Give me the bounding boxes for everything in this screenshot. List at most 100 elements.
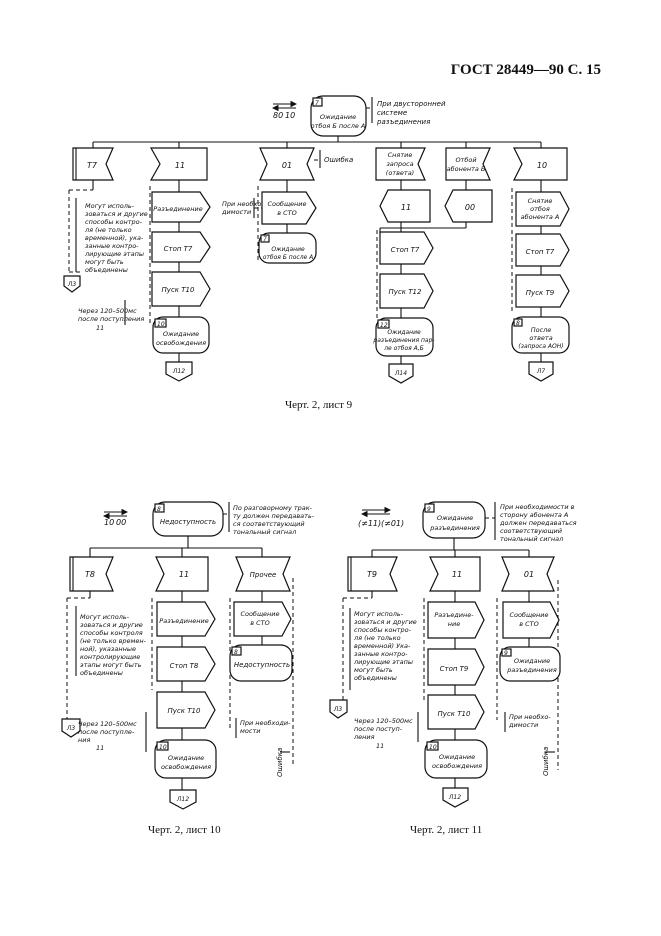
svg-text:Л14: Л14	[394, 370, 407, 377]
d9-task-pusk-t9	[515, 274, 570, 308]
svg-text:разъединения: разъединения	[506, 666, 557, 674]
svg-text:тональный сигнал: тональный сигнал	[500, 535, 563, 543]
d10-task-msg	[233, 601, 292, 637]
svg-text:Прочее: Прочее	[250, 571, 277, 579]
svg-text:При необхо-: При необхо-	[509, 713, 551, 721]
d9-signal-snyat-otboy	[515, 191, 570, 227]
svg-text:Л7: Л7	[536, 368, 546, 375]
svg-text:в СТО: в СТО	[250, 619, 270, 627]
d11-task-stop-t9	[427, 648, 485, 686]
svg-text:Пуск Т12: Пуск Т12	[389, 288, 422, 296]
svg-text:Сообщение: Сообщение	[509, 611, 548, 619]
svg-text:8: 8	[157, 506, 161, 513]
d9-task-pusk-t10	[151, 271, 211, 307]
d9-note-1: При двусторонней	[377, 100, 446, 108]
d11-connector-l3	[329, 699, 348, 719]
svg-text:мости: мости	[240, 727, 260, 735]
svg-text:Отбой: Отбой	[455, 156, 476, 164]
svg-text:Через 120–500мс: Через 120–500мс	[78, 307, 137, 315]
d9-state-l2: отбоя Б после А	[311, 122, 366, 130]
svg-text:ния: ния	[78, 736, 90, 744]
svg-text:зоваться и другие: зоваться и другие	[354, 618, 417, 626]
svg-text:Стоп Т9: Стоп Т9	[440, 665, 469, 673]
svg-text:При необходимости в: При необходимости в	[500, 503, 575, 511]
svg-text:разъединения пар-: разъединения пар-	[372, 337, 434, 344]
svg-text:T9: T9	[367, 570, 377, 579]
svg-text:этапы могут быть: этапы могут быть	[80, 661, 142, 669]
svg-text:ной), указанные: ной), указанные	[80, 645, 136, 653]
d9-task-razd	[151, 191, 211, 223]
svg-text:(≠11): (≠11)	[358, 519, 381, 528]
svg-text:контролирующие: контролирующие	[80, 653, 140, 661]
svg-text:Снятие: Снятие	[528, 197, 553, 205]
svg-text:11: 11	[452, 570, 462, 579]
svg-text:(ответа): (ответа)	[386, 169, 414, 177]
svg-text:Недоступность: Недоступность	[234, 661, 290, 669]
caption-sheet-9: Черт. 2, лист 9	[285, 399, 353, 411]
d10-state-8b	[229, 644, 293, 682]
svg-text:могут быть: могут быть	[85, 258, 124, 266]
d9-connector-l3	[63, 275, 81, 293]
svg-text:отбоя Б после А: отбоя Б после А	[263, 254, 314, 261]
svg-text:димости: димости	[221, 208, 251, 216]
svg-text:(не только времен-: (не только времен-	[80, 637, 147, 645]
svg-text:При необходи-: При необходи-	[240, 719, 291, 727]
svg-text:Разъединение: Разъединение	[153, 205, 202, 213]
d9-state-l1: Ожидание	[320, 113, 356, 121]
d10-input-prochee	[235, 556, 291, 592]
page-header: ГОСТ 28449—90 С. 15	[450, 62, 601, 78]
svg-text:Сообщение: Сообщение	[267, 200, 306, 208]
svg-text:сторону абонента А: сторону абонента А	[500, 511, 568, 519]
d9-state-10	[152, 316, 210, 354]
svg-text:ля (не только: ля (не только	[84, 226, 132, 234]
svg-text:освобождения: освобождения	[432, 762, 482, 770]
diagram-sheet-9: 80 10 7 Ожидание отбоя Б после А При дву…	[63, 95, 570, 384]
svg-text:отбоя: отбоя	[530, 205, 550, 213]
svg-text:11: 11	[401, 203, 411, 212]
svg-text:Л12: Л12	[172, 368, 185, 375]
d9-task-stop-t7c	[515, 233, 570, 267]
svg-text:9: 9	[504, 650, 508, 657]
svg-text:01: 01	[282, 161, 292, 170]
svg-text:10: 10	[157, 321, 165, 328]
svg-text:освобождения: освобождения	[161, 763, 211, 771]
svg-text:10: 10	[537, 161, 547, 170]
d10-task-stop-t8	[156, 646, 216, 682]
svg-text:T7: T7	[87, 161, 98, 170]
svg-text:зоваться и другие: зоваться и другие	[85, 210, 148, 218]
svg-text:8: 8	[516, 320, 520, 327]
svg-text:7: 7	[263, 236, 267, 243]
d9-task-msg	[261, 191, 317, 225]
svg-text:Стоп Т7: Стоп Т7	[526, 248, 555, 256]
svg-text:занные контро-: занные контро-	[85, 242, 139, 250]
svg-text:временной) Ука-: временной) Ука-	[354, 642, 411, 650]
svg-text:способы контро-: способы контро-	[354, 626, 412, 634]
svg-text:Через 120–500мс: Через 120–500мс	[354, 717, 413, 725]
svg-text:Ожидание: Ожидание	[271, 246, 305, 253]
svg-text:Л3: Л3	[66, 725, 76, 732]
svg-text:11: 11	[175, 161, 185, 170]
svg-text:Л12: Л12	[448, 794, 461, 801]
svg-text:Разъедине-: Разъедине-	[434, 611, 474, 619]
svg-text:лирующие этапы: лирующие этапы	[84, 250, 144, 258]
d9-input-10: 10	[285, 111, 295, 120]
svg-text:Л3: Л3	[67, 281, 77, 288]
svg-text:Л12: Л12	[176, 796, 189, 803]
d9-input-t7	[72, 147, 114, 181]
svg-text:в СТО: в СТО	[519, 620, 539, 628]
svg-text:10: 10	[429, 744, 437, 751]
svg-text:Стоп Т7: Стоп Т7	[391, 246, 420, 254]
svg-text:абонента А: абонента А	[521, 213, 560, 221]
svg-text:Л3: Л3	[333, 706, 343, 713]
d9-connector-l12	[165, 361, 193, 382]
svg-text:Ожидание: Ожидание	[387, 329, 421, 336]
svg-text:соответствующий: соответствующий	[500, 527, 562, 535]
svg-text:9: 9	[427, 506, 431, 513]
svg-text:11: 11	[96, 744, 104, 752]
svg-text:могут быть: могут быть	[354, 666, 393, 674]
d9-error: Ошибка	[324, 156, 353, 164]
svg-text:Пуск Т10: Пуск Т10	[162, 286, 195, 294]
svg-text:Снятие: Снятие	[388, 151, 413, 159]
d10-state-10	[154, 739, 217, 779]
